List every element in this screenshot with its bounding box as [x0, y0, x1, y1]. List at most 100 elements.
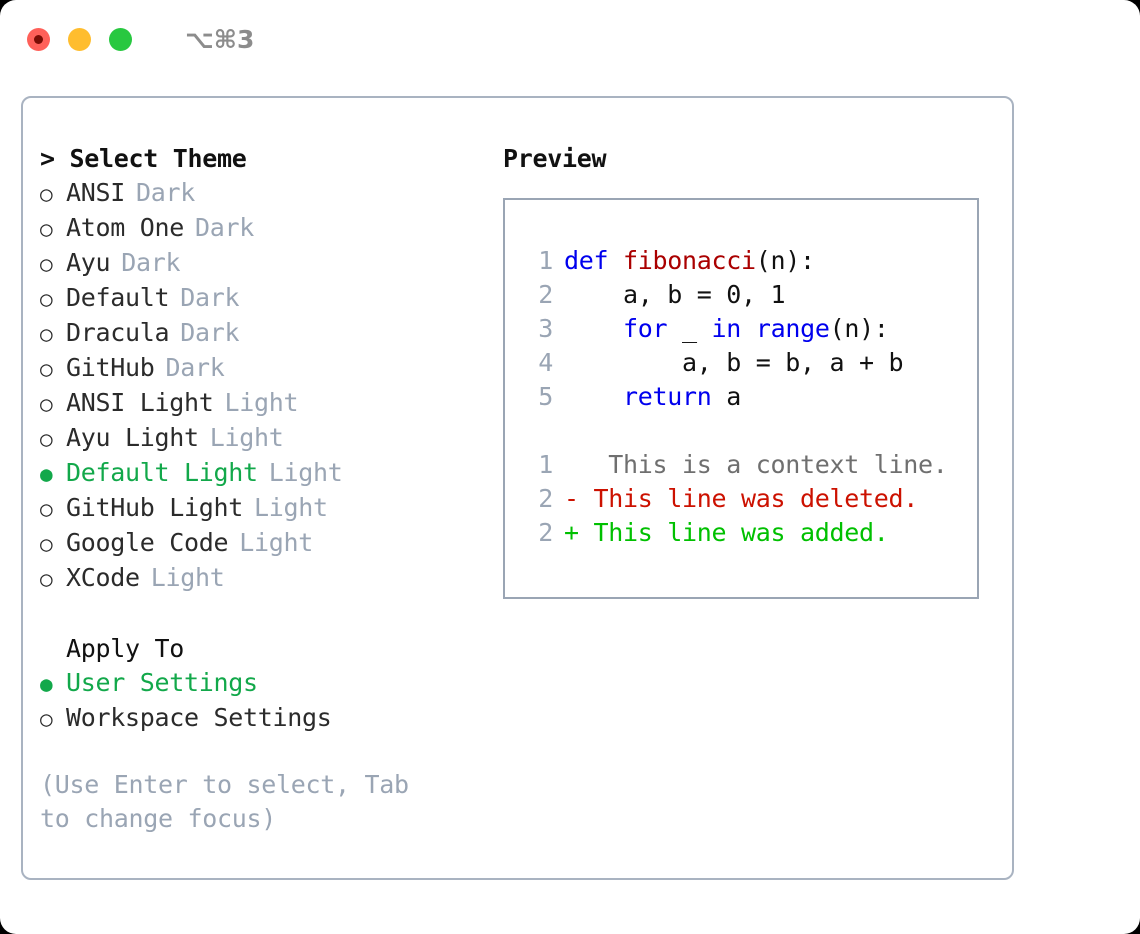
theme-name: Google Code	[66, 528, 229, 557]
theme-variant-label: Light	[268, 458, 343, 487]
theme-name: GitHub	[66, 353, 155, 382]
radio-unselected-icon	[40, 386, 66, 421]
close-icon	[34, 34, 43, 44]
code-line: 2 a, b = 0, 1	[519, 278, 977, 312]
content-panel: > Select Theme ANSIDarkAtom OneDarkAyuDa…	[21, 96, 1014, 880]
code-text: a, b = 0, 1	[564, 278, 786, 312]
apply-to-label: User Settings	[66, 668, 258, 697]
apply-to-option[interactable]: User Settings	[40, 666, 483, 701]
line-number: 5	[538, 382, 553, 411]
theme-variant-label: Dark	[121, 248, 181, 277]
maximize-button[interactable]	[109, 27, 132, 51]
line-number: 2	[538, 280, 553, 309]
minimize-button[interactable]	[68, 27, 91, 51]
diff-content: This line was added.	[578, 518, 889, 547]
theme-variant-label: Dark	[180, 283, 240, 312]
theme-variant-label: Light	[239, 528, 314, 557]
apply-to-list: User SettingsWorkspace Settings	[40, 666, 483, 736]
radio-unselected-icon	[40, 701, 66, 736]
theme-list-item[interactable]: Atom One Dark	[40, 211, 483, 246]
diff-text: + This line was added.	[564, 516, 889, 550]
code-token	[564, 382, 623, 411]
theme-list-item[interactable]: Default Light Light	[40, 456, 483, 491]
radio-unselected-icon	[40, 316, 66, 351]
apply-to-label: Workspace Settings	[66, 703, 332, 732]
diff-marker	[564, 450, 579, 479]
radio-unselected-icon	[40, 246, 66, 281]
theme-list-item[interactable]: Google Code Light	[40, 526, 483, 561]
theme-variant-label: Dark	[195, 213, 255, 242]
line-number: 2	[538, 518, 553, 547]
traffic-lights	[27, 27, 132, 51]
diff-sample: 1 This is a context line.2- This line wa…	[519, 448, 977, 550]
theme-name: Atom One	[66, 213, 185, 242]
code-text: def fibonacci(n):	[564, 244, 815, 278]
radio-unselected-icon	[40, 176, 66, 211]
radio-unselected-icon	[40, 561, 66, 596]
diff-line: 1 This is a context line.	[519, 448, 977, 482]
theme-variant-label: Light	[254, 493, 328, 522]
code-token: for	[623, 314, 668, 343]
line-number: 1	[538, 246, 553, 275]
code-token: (n):	[755, 246, 815, 275]
line-number: 4	[538, 348, 553, 377]
keyboard-shortcut-label: ⌥⌘3	[185, 24, 255, 54]
theme-list-item[interactable]: ANSI Light Light	[40, 386, 483, 421]
apply-to-title: Apply To	[66, 634, 185, 663]
apply-to-option[interactable]: Workspace Settings	[40, 701, 483, 736]
spacer	[519, 414, 977, 448]
line-number: 1	[538, 450, 553, 479]
diff-line: 2 + This line was added.	[519, 516, 977, 550]
radio-unselected-icon	[40, 281, 66, 316]
diff-text: This is a context line.	[564, 448, 948, 482]
theme-name: ANSI Light	[66, 388, 214, 417]
code-text: a, b = b, a + b	[564, 346, 904, 380]
theme-variant-label: Light	[209, 423, 284, 452]
diff-content: This is a context line.	[578, 450, 948, 479]
preview-title: Preview	[503, 144, 607, 173]
code-token	[564, 314, 623, 343]
code-token: fibonacci	[623, 246, 756, 275]
close-button[interactable]	[27, 27, 50, 51]
code-token	[741, 314, 756, 343]
code-token: range	[755, 314, 830, 343]
code-line: 3 for _ in range(n):	[519, 312, 977, 346]
code-token: def	[564, 246, 624, 275]
radio-unselected-icon	[40, 421, 66, 456]
select-theme-header: > Select Theme	[40, 144, 247, 173]
diff-marker: +	[564, 518, 579, 547]
code-token: a, b = 0, 1	[564, 280, 786, 309]
spacer	[40, 596, 483, 632]
code-token: in	[711, 314, 742, 343]
code-line: 1 def fibonacci(n):	[519, 244, 977, 278]
code-line: 4 a, b = b, a + b	[519, 346, 977, 380]
theme-list-item[interactable]: Ayu Light Light	[40, 421, 483, 456]
code-line: 5 return a	[519, 380, 977, 414]
theme-variant-label: Light	[224, 388, 299, 417]
diff-line: 2 - This line was deleted.	[519, 482, 977, 516]
theme-name: GitHub Light	[66, 493, 244, 522]
code-token: _	[667, 314, 712, 343]
theme-name: XCode	[66, 563, 140, 592]
theme-list-item[interactable]: GitHub Light Light	[40, 491, 483, 526]
theme-list: ANSIDarkAtom OneDarkAyuDarkDefaultDarkDr…	[40, 176, 483, 596]
theme-name: Ayu Light	[66, 423, 199, 452]
theme-name: Default Light	[66, 458, 258, 487]
line-number: 2	[538, 484, 553, 513]
theme-variant-label: Dark	[180, 318, 240, 347]
code-token: a, b = b, a + b	[564, 348, 904, 377]
diff-marker: -	[564, 484, 579, 513]
theme-selection-column: > Select Theme ANSIDarkAtom OneDarkAyuDa…	[23, 142, 483, 836]
radio-unselected-icon	[40, 491, 66, 526]
diff-text: - This line was deleted.	[564, 482, 918, 516]
